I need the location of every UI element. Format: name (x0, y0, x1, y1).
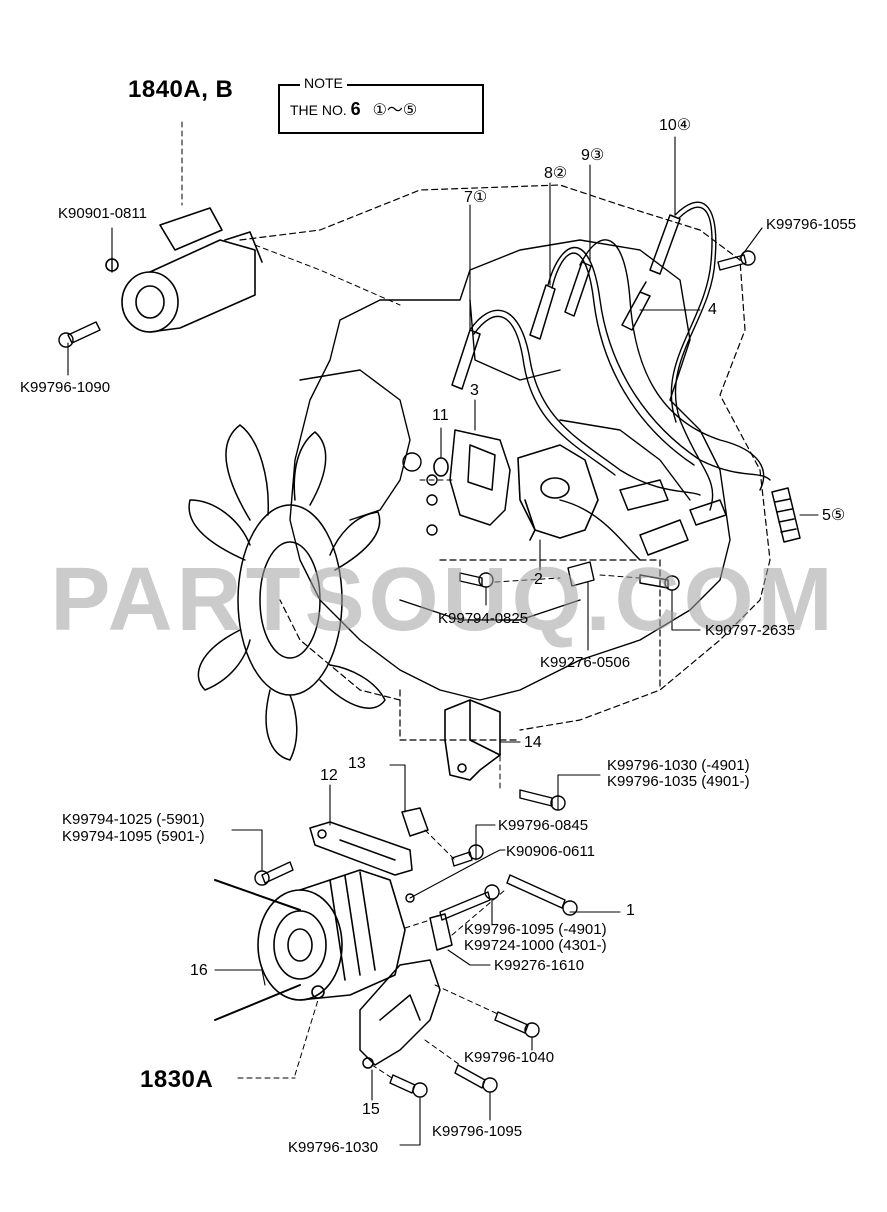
part-k99724-1000[interactable]: K99724-1000 (4301-) (464, 937, 607, 954)
part-k99796-1040[interactable]: K99796-1040 (464, 1049, 555, 1066)
part-k99276-1610[interactable]: K99276-1610 (494, 957, 585, 974)
part-k99796-1055[interactable]: K99796-1055 (766, 216, 857, 233)
spark-plug-4 (621, 281, 651, 331)
bracket-14 (444, 699, 501, 781)
cooling-fan (188, 424, 386, 761)
note-range: ①～⑤ (372, 102, 418, 119)
leader-lines (67, 136, 819, 1146)
starter-motor (105, 207, 263, 333)
part-k90906-0611[interactable]: K90906-0611 (506, 843, 595, 860)
callout-12[interactable]: 12 (320, 767, 338, 784)
callout-16[interactable]: 16 (190, 962, 208, 979)
callout-7[interactable]: 7① (464, 189, 488, 206)
callout-9[interactable]: 9③ (581, 147, 605, 164)
v-belt-16 (214, 879, 301, 1021)
note-title: NOTE (300, 76, 347, 90)
part-k99794-0825[interactable]: K99794-0825 (438, 610, 529, 627)
lower-bolts (254, 789, 578, 1098)
part-k90797-2635[interactable]: K90797-2635 (705, 622, 796, 639)
callout-10[interactable]: 10④ (659, 117, 692, 134)
clip-k99276-1610 (429, 913, 453, 951)
starter-bolts (58, 257, 113, 348)
distributor (517, 444, 599, 541)
note-body: THE NO. 6 ①～⑤ (290, 100, 417, 119)
bracket-15 (359, 959, 441, 1069)
part-k99796-1095-b[interactable]: K99796-1095 (432, 1123, 523, 1140)
group-ref-bottom[interactable]: 1830A (140, 1066, 214, 1093)
adjusting-bar-12 (309, 821, 413, 876)
watermark: PARTSOUQ.COM (50, 550, 837, 650)
part-k99796-1095-a[interactable]: K99796-1095 (-4901) (464, 921, 607, 938)
o-ring-11 (433, 457, 449, 477)
wire-holder-5 (771, 487, 801, 543)
part-k99796-0845[interactable]: K99796-0845 (498, 817, 589, 834)
group-ref-top[interactable]: 1840A, B (128, 76, 234, 103)
part-k99794-1025[interactable]: K99794-1025 (-5901) (62, 811, 205, 828)
callout-8[interactable]: 8② (544, 165, 568, 182)
callout-2[interactable]: 2 (534, 571, 543, 588)
callout-13[interactable]: 13 (348, 755, 366, 772)
note-box (278, 84, 484, 134)
bracket-13 (401, 807, 429, 837)
plug-boots (451, 214, 727, 556)
callout-5[interactable]: 5⑤ (822, 507, 846, 524)
callout-11[interactable]: 11 (432, 407, 449, 424)
callout-14[interactable]: 14 (524, 734, 542, 751)
part-k99276-0506[interactable]: K99276-0506 (540, 654, 631, 671)
part-k99796-1090[interactable]: K99796-1090 (20, 379, 111, 396)
callout-1[interactable]: 1 (626, 902, 635, 919)
part-k99794-1095[interactable]: K99794-1095 (5901-) (62, 828, 205, 845)
note-prefix: THE NO. (290, 102, 347, 118)
part-k90901-0811[interactable]: K90901-0811 (58, 205, 147, 222)
alternator (257, 869, 406, 1001)
engine-block (289, 239, 731, 701)
callout-15[interactable]: 15 (362, 1101, 380, 1118)
note-number: 6 (350, 99, 361, 119)
part-k99796-1030-b[interactable]: K99796-1030 (288, 1139, 379, 1156)
part-k99796-1035[interactable]: K99796-1035 (4901-) (607, 773, 750, 790)
callout-3[interactable]: 3 (470, 382, 479, 399)
bracket-3 (449, 429, 511, 526)
callout-4[interactable]: 4 (708, 301, 717, 318)
assembly-dashed-lines (181, 121, 641, 1079)
part-k99796-1030-a[interactable]: K99796-1030 (-4901) (607, 757, 750, 774)
